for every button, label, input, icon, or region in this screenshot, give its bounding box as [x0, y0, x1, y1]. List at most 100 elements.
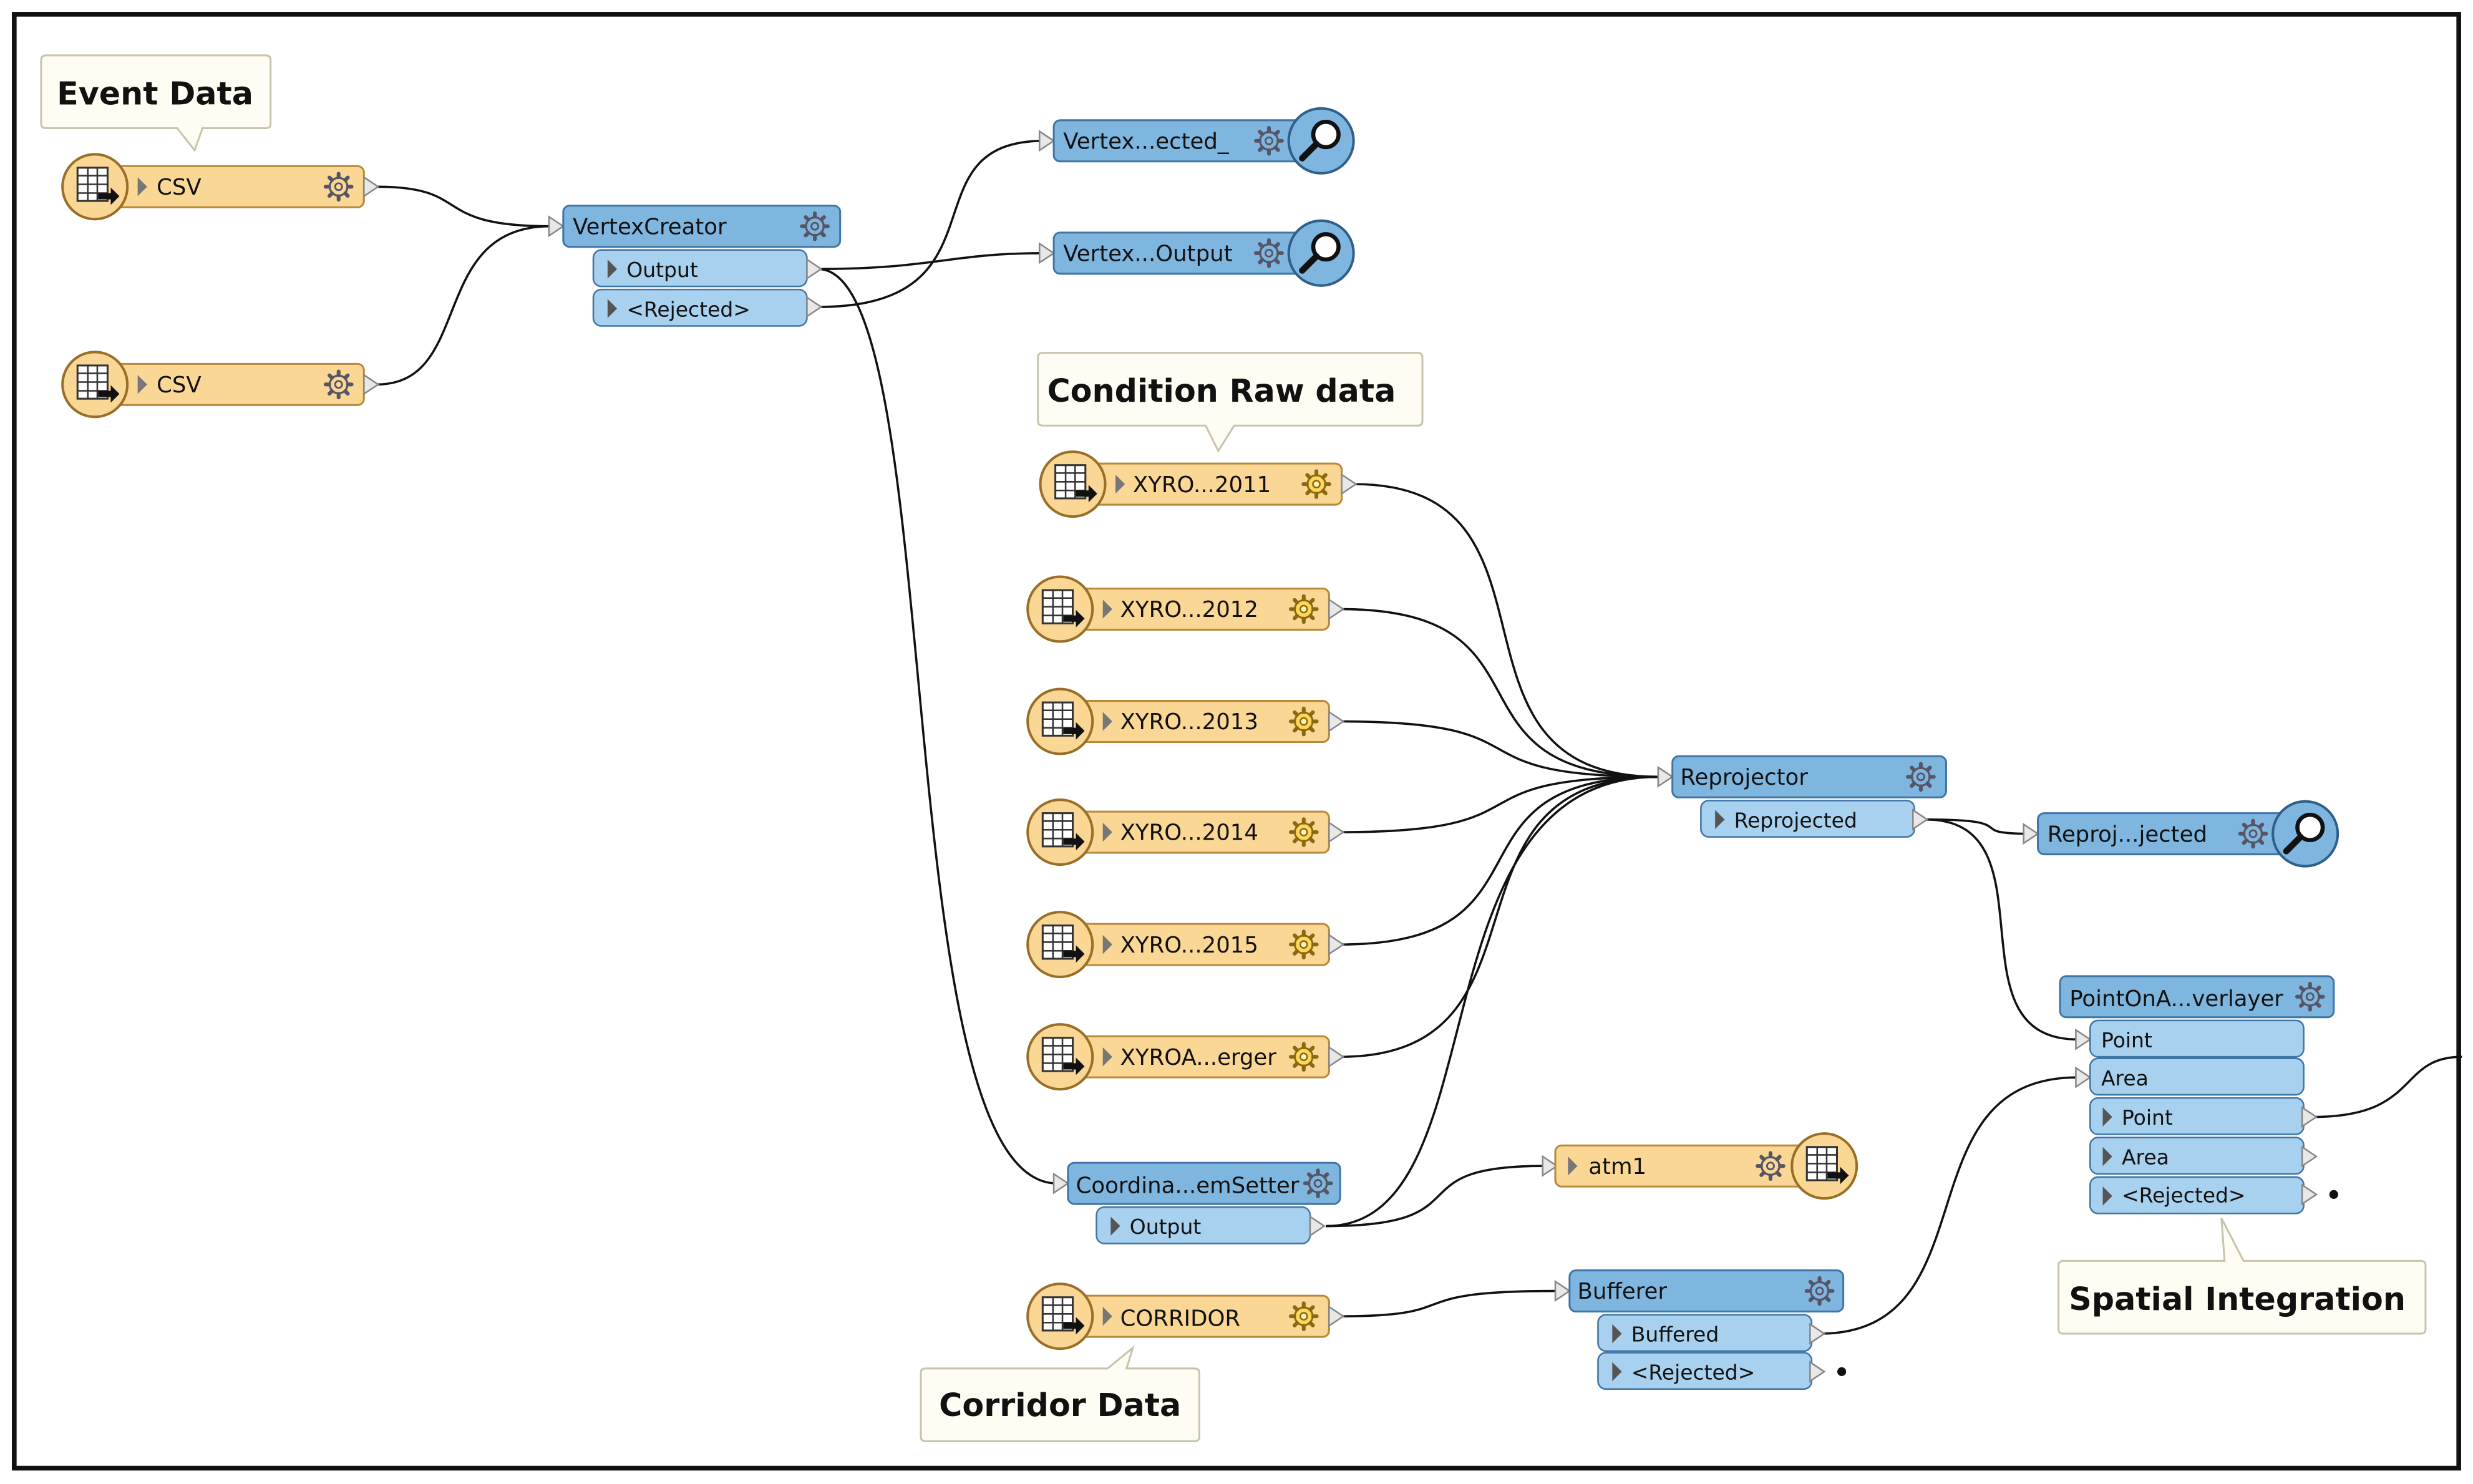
output-port-icon[interactable] — [1328, 1045, 1345, 1068]
gear-icon[interactable] — [1291, 931, 1317, 958]
transformer-header[interactable] — [1067, 1161, 1341, 1205]
reader-xyro-2012[interactable]: XYRO...2012 — [1028, 576, 1345, 641]
output-port-icon[interactable] — [1328, 598, 1345, 621]
input-port-icon[interactable] — [1038, 130, 1056, 152]
gear-icon[interactable] — [1291, 1303, 1317, 1329]
transformer-header[interactable] — [2059, 975, 2335, 1019]
port-output[interactable]: Output — [1096, 1206, 1326, 1244]
connection-reprojected-inspector[interactable] — [1925, 818, 2029, 835]
connection-merger-reprojector[interactable] — [1340, 775, 1658, 1058]
input-port-icon[interactable] — [1542, 1155, 1558, 1177]
output-port-icon[interactable] — [1328, 933, 1345, 956]
output-port-icon[interactable] — [1328, 1305, 1345, 1327]
gear-icon[interactable] — [1291, 1044, 1317, 1070]
input-port-icon[interactable] — [2023, 823, 2039, 845]
transformer-bufferer[interactable]: Bufferer Buffered <Rejected> — [1554, 1269, 1845, 1390]
output-port-icon[interactable] — [806, 296, 823, 318]
port-rejected[interactable]: <Rejected> — [1597, 1352, 1826, 1390]
transformer-vertexcreator[interactable]: VertexCreator Output <Rejected> — [548, 205, 842, 327]
input-port-icon[interactable] — [1554, 1279, 1572, 1302]
input-port-point[interactable]: Point — [2075, 1019, 2305, 1058]
connection-point-output[interactable] — [2313, 1055, 2462, 1118]
expand-triangle-icon[interactable] — [1102, 599, 1112, 619]
expand-triangle-icon[interactable] — [137, 177, 147, 196]
connection-output-coordsetter[interactable] — [818, 268, 1057, 1185]
output-port-icon[interactable] — [1809, 1322, 1826, 1345]
output-port-icon[interactable] — [1912, 808, 1929, 831]
annotation-spatial-integration[interactable]: Spatial Integration — [2058, 1218, 2427, 1335]
transformer-header[interactable] — [1671, 755, 1947, 798]
input-port-icon[interactable] — [1052, 1172, 1070, 1195]
connection-csv1-vertexcreator[interactable] — [376, 185, 551, 228]
writer-atm1[interactable]: atm1 — [1542, 1133, 1857, 1198]
expand-triangle-icon[interactable] — [1102, 1306, 1112, 1326]
inspector-reproj-rejected[interactable]: Reproj...jected — [2023, 802, 2338, 866]
annotation-condition-raw-data[interactable]: Condition Raw data — [1037, 352, 1424, 453]
expand-triangle-icon[interactable] — [1102, 934, 1112, 954]
expand-triangle-icon[interactable] — [1115, 474, 1125, 494]
reader-xyroa-merger[interactable]: XYROA...erger — [1028, 1024, 1345, 1089]
connection-csv2-vertexcreator[interactable] — [376, 225, 551, 386]
connection-2015-reprojector[interactable] — [1340, 775, 1658, 946]
connection-rejected-inspector[interactable] — [818, 139, 1044, 308]
transformer-pointonareaoverlayer[interactable]: PointOnA...verlayer Point Area Point Are… — [2059, 975, 2335, 1215]
output-port-icon[interactable] — [2301, 1105, 2318, 1128]
connection-2012-reprojector[interactable] — [1340, 608, 1658, 778]
connection-coordsetter-atm1[interactable] — [1326, 1165, 1543, 1228]
magnifier-icon[interactable] — [1289, 109, 1354, 173]
port-reprojected[interactable]: Reprojected — [1700, 800, 1929, 838]
magnifier-icon[interactable] — [2273, 802, 2338, 866]
input-port-icon[interactable] — [2075, 1028, 2092, 1050]
expand-triangle-icon[interactable] — [137, 375, 147, 394]
connection-coordsetter-reprojector[interactable] — [1326, 775, 1658, 1228]
expand-triangle-icon[interactable] — [1102, 712, 1112, 731]
expand-triangle-icon[interactable] — [1568, 1156, 1578, 1176]
connection-output-inspector[interactable] — [818, 252, 1044, 270]
output-port-icon[interactable] — [2301, 1183, 2318, 1206]
reader-corridor[interactable]: CORRIDOR — [1028, 1284, 1345, 1349]
output-port-icon[interactable] — [1328, 710, 1345, 733]
expand-triangle-icon[interactable] — [1102, 1047, 1112, 1067]
reader-csv-1[interactable]: CSV — [62, 154, 380, 219]
output-port-icon[interactable] — [1341, 473, 1358, 495]
output-port-icon[interactable] — [363, 373, 380, 395]
reader-xyro-2011[interactable]: XYRO...2011 — [1041, 452, 1358, 516]
output-port-area[interactable]: Area — [2089, 1137, 2318, 1175]
output-port-icon[interactable] — [1309, 1215, 1326, 1238]
input-port-icon[interactable] — [2075, 1066, 2092, 1089]
reader-xyro-2015[interactable]: XYRO...2015 — [1028, 912, 1345, 977]
gear-icon[interactable] — [1291, 596, 1317, 623]
gear-icon[interactable] — [1291, 819, 1317, 845]
transformer-header[interactable] — [1568, 1269, 1845, 1313]
port-output[interactable]: Output — [592, 249, 823, 288]
input-port-icon[interactable] — [548, 215, 565, 238]
connection-2013-reprojector[interactable] — [1340, 720, 1658, 778]
input-port-icon[interactable] — [1657, 765, 1674, 788]
connection-reprojected-pointonarea[interactable] — [1925, 818, 2077, 1041]
output-port-icon[interactable] — [363, 175, 380, 198]
input-port-area[interactable]: Area — [2075, 1057, 2305, 1096]
input-port-icon[interactable] — [1038, 242, 1056, 264]
output-port-icon[interactable] — [1809, 1360, 1826, 1383]
connection-2011-reprojector[interactable] — [1354, 483, 1658, 778]
output-port-point[interactable]: Point — [2089, 1097, 2318, 1135]
connection-2014-reprojector[interactable] — [1340, 775, 1658, 833]
port-rejected[interactable]: <Rejected> — [592, 288, 823, 327]
output-port-icon[interactable] — [806, 258, 823, 280]
magnifier-icon[interactable] — [1289, 221, 1354, 286]
inspector-vertex-output[interactable]: Vertex...Output — [1038, 221, 1354, 286]
annotation-event-data[interactable]: Event Data — [40, 54, 272, 153]
annotation-corridor-data[interactable]: Corridor Data — [920, 1345, 1200, 1442]
transformer-coordinate-system-setter[interactable]: Coordina...emSetter Output — [1052, 1161, 1341, 1244]
output-port-icon[interactable] — [2301, 1145, 2318, 1168]
inspector-vertex-rejected[interactable]: Vertex...ected_ — [1038, 109, 1354, 173]
gear-icon[interactable] — [1303, 471, 1329, 497]
reader-xyro-2013[interactable]: XYRO...2013 — [1028, 689, 1345, 754]
expand-triangle-icon[interactable] — [1102, 822, 1112, 842]
gear-icon[interactable] — [1291, 709, 1317, 735]
connection-buffered-pointonarea[interactable] — [1819, 1076, 2077, 1335]
transformer-reprojector[interactable]: Reprojector Reprojected — [1657, 755, 1947, 838]
port-buffered[interactable]: Buffered — [1597, 1314, 1826, 1352]
output-port-rejected[interactable]: <Rejected> — [2089, 1176, 2318, 1215]
connection-corridor-bufferer[interactable] — [1340, 1289, 1556, 1317]
